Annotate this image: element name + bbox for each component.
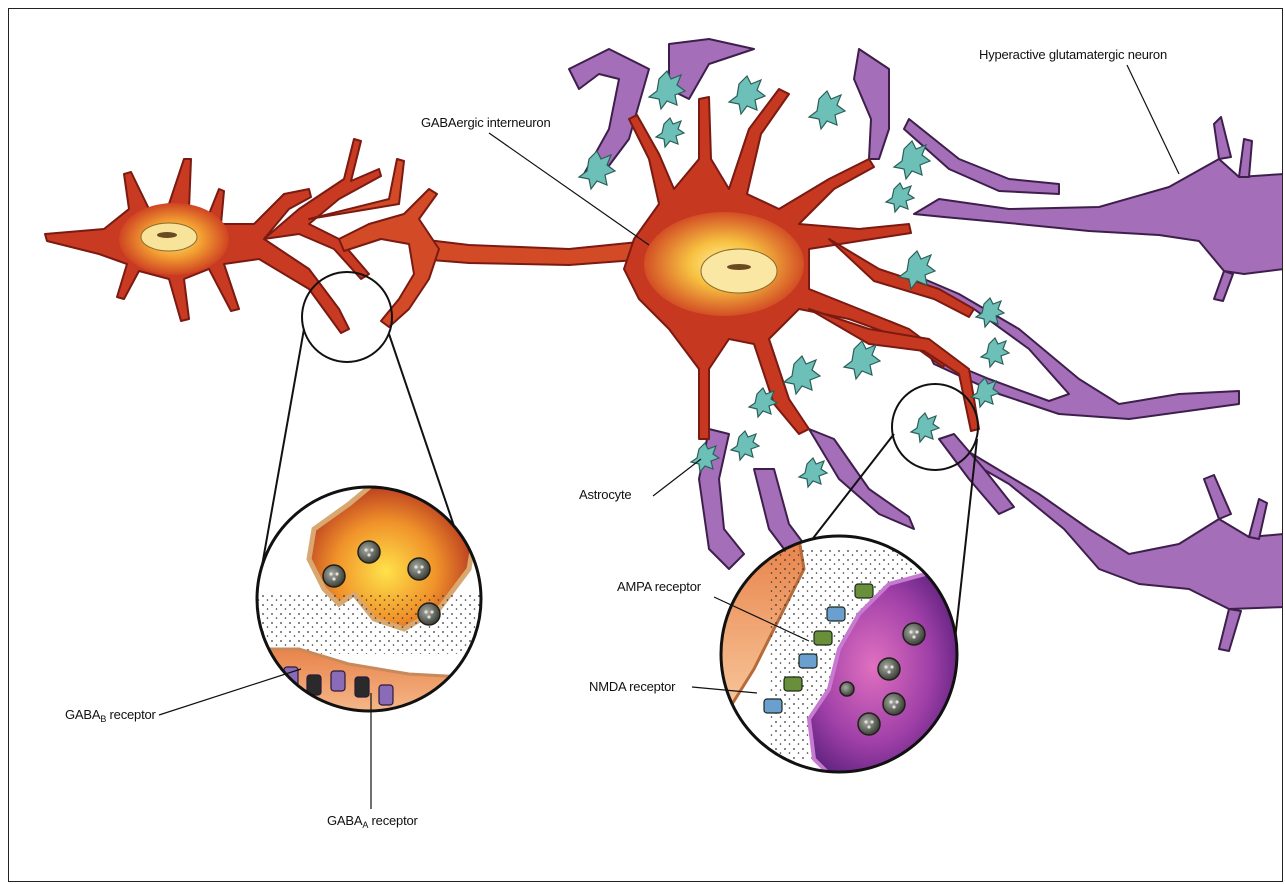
label-gaba-a-receptor: GABAA receptor [327, 813, 418, 830]
inset-gaba-synapse [249, 464, 489, 729]
label-astrocyte: Astrocyte [579, 487, 631, 502]
neuron-illustration [9, 9, 1283, 882]
label-hyperactive-neuron: Hyperactive glutamatergic neuron [979, 47, 1167, 62]
label-gabaergic-interneuron: GABAergic interneuron [421, 115, 550, 130]
label-gaba-b-receptor: GABAB receptor [65, 707, 156, 724]
figure-frame: Hyperactive glutamatergic neuron GABAerg… [8, 8, 1283, 882]
inset-glutamate-synapse [719, 534, 969, 809]
left-neuron [45, 139, 381, 333]
label-nmda-receptor: NMDA receptor [589, 679, 675, 694]
label-ampa-receptor: AMPA receptor [617, 579, 701, 594]
